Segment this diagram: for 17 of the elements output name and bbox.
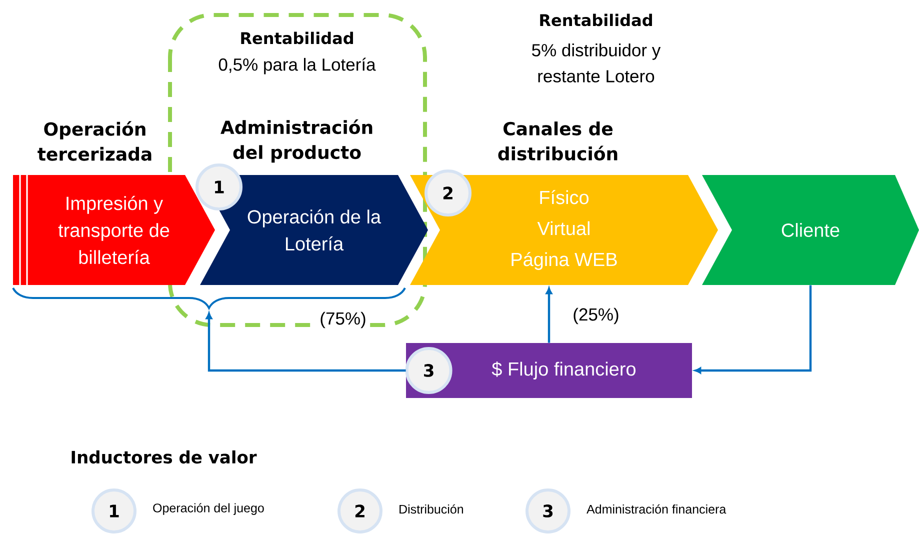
note-text: Rentabilidad — [540, 14, 652, 26]
node-label: Operación tercerizada — [38, 121, 152, 161]
edge-label: (75%) — [318, 310, 368, 330]
node-label: Canales de distribución — [498, 122, 618, 160]
arrow — [546, 287, 552, 343]
arrow — [206, 312, 406, 372]
note-text: Inductores de valor — [72, 450, 257, 464]
arrow — [694, 285, 812, 374]
legend-text: Distribución — [400, 504, 463, 514]
edge-label: (25%) — [572, 306, 620, 326]
note-text: Rentabilidad — [241, 32, 353, 44]
node-label: Administración del producto — [220, 119, 372, 163]
note-text: 0,5% para la Lotería — [218, 58, 376, 74]
legend-text: Operación del juego — [153, 503, 264, 515]
brace — [12, 287, 406, 309]
legend-text: Administración financiera — [586, 504, 726, 514]
note-text: 5% distribuidor y restante Lotero — [532, 44, 661, 82]
